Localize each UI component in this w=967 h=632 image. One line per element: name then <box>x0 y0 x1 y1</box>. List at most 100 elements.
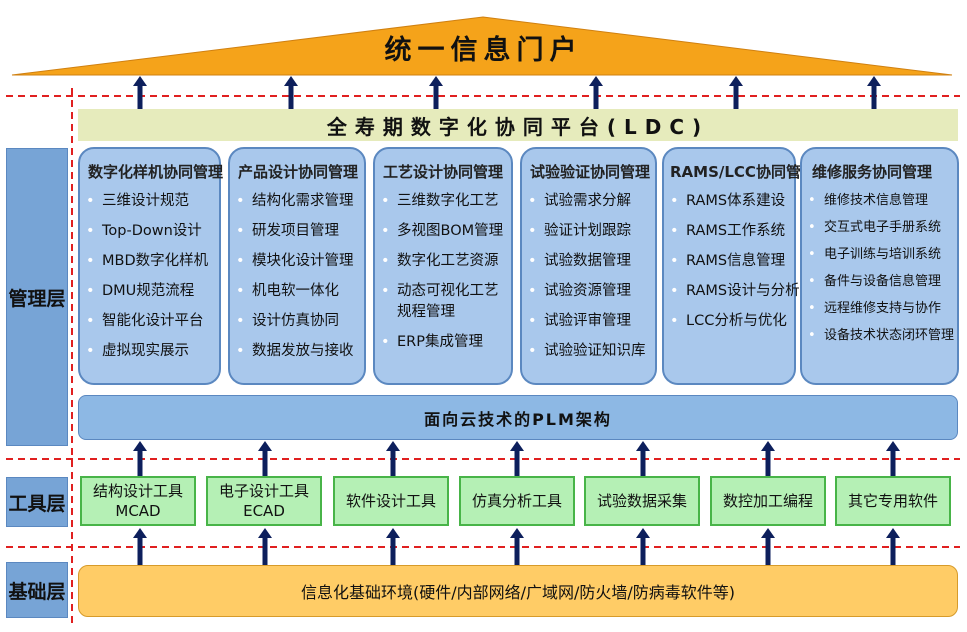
up-arrow-icon <box>386 528 400 565</box>
plm-architecture-bar: 面向云技术的PLM架构 <box>78 395 958 440</box>
module-item: •MBD数字化样机 <box>86 253 209 269</box>
tool-label: 其它专用软件 <box>847 492 938 510</box>
up-arrow-icon <box>429 76 443 110</box>
module-item: •数字化工艺资源 <box>381 253 499 269</box>
up-arrow-icon <box>258 441 272 477</box>
ldc-title: 全寿期数字化协同平台(LDC) <box>326 115 710 139</box>
layer-foundation-label: 基础层 <box>8 580 66 603</box>
module-title: RAMS/LCC协同管理 <box>670 163 816 181</box>
module-item-list: •RAMS体系建设 •RAMS工作系统 •RAMS信息管理 •RAMS设计与分析… <box>670 191 800 341</box>
module-item: •验证计划跟踪 <box>528 223 631 239</box>
up-arrow-icon <box>284 76 298 110</box>
module-item: •研发项目管理 <box>236 223 339 239</box>
module-process-design: 工艺设计协同管理 •三维数字化工艺 •多视图BOM管理 •数字化工艺资源 •动态… <box>373 147 513 385</box>
tool-label: 数控加工编程 <box>722 492 813 510</box>
module-item: •动态可视化工艺 <box>381 283 499 299</box>
foundation-text: 信息化基础环境(硬件/内部网络/广域网/防火墙/防病毒软件等) <box>300 583 736 602</box>
module-item-continued: 规程管理 <box>397 304 455 320</box>
module-item-list: •三维设计规范 •Top-Down设计 •MBD数字化样机 •DMU规范流程 •… <box>86 191 217 371</box>
module-item: •RAMS设计与分析 <box>670 283 800 299</box>
up-arrow-icon <box>133 528 147 565</box>
module-item-list: •试验需求分解 •验证计划跟踪 •试验数据管理 •试验资源管理 •试验评审管理 … <box>528 191 653 371</box>
up-arrow-icon <box>761 528 775 565</box>
tool-software-design: 软件设计工具 <box>333 476 449 526</box>
module-item: •试验需求分解 <box>528 193 631 209</box>
module-item: •数据发放与接收 <box>236 343 354 359</box>
module-maintenance: 维修服务协同管理 •维修技术信息管理 •交互式电子手册系统 •电子训练与培训系统… <box>800 147 959 385</box>
module-item: •试验资源管理 <box>528 283 631 299</box>
tool-sublabel: MCAD <box>115 502 161 520</box>
up-arrow-icon <box>729 76 743 110</box>
layer-management-label: 管理层 <box>8 287 66 310</box>
tool-ecad: 电子设计工具 ECAD <box>206 476 322 526</box>
module-item: •交互式电子手册系统 <box>808 220 942 235</box>
up-arrow-icon <box>886 441 900 477</box>
module-item: •试验评审管理 <box>528 313 631 329</box>
module-title: 工艺设计协同管理 <box>383 163 504 181</box>
module-item-list: •结构化需求管理 •研发项目管理 •模块化设计管理 •机电软一体化 •设计仿真协… <box>236 191 362 371</box>
module-rams-lcc: RAMS/LCC协同管理 •RAMS体系建设 •RAMS工作系统 •RAMS信息… <box>662 147 816 385</box>
module-item: •电子训练与培训系统 <box>808 247 942 262</box>
layer-tools: 工具层 <box>6 477 68 527</box>
up-arrow-icon <box>589 76 603 110</box>
layer-foundation: 基础层 <box>6 562 68 618</box>
module-item: •远程维修支持与协作 <box>808 301 942 316</box>
up-arrow-icon <box>867 76 881 110</box>
tool-mcad: 结构设计工具 MCAD <box>80 476 196 526</box>
module-prototype: 数字化样机协同管理 •三维设计规范 •Top-Down设计 •MBD数字化样机 … <box>78 147 224 385</box>
module-item: •三维设计规范 <box>86 193 189 209</box>
module-item: •Top-Down设计 <box>86 223 202 239</box>
layer-dividers <box>6 88 960 625</box>
module-title: 产品设计协同管理 <box>238 163 359 181</box>
tool-test-data: 试验数据采集 <box>584 476 700 526</box>
module-title: 试验验证协同管理 <box>530 163 651 181</box>
up-arrow-icon <box>636 441 650 477</box>
module-item: •试验数据管理 <box>528 253 631 269</box>
tool-other-software: 其它专用软件 <box>835 476 951 526</box>
foundation-bar: 信息化基础环境(硬件/内部网络/广域网/防火墙/防病毒软件等) <box>78 565 958 617</box>
tool-label: 仿真分析工具 <box>471 492 562 510</box>
module-item: •三维数字化工艺 <box>381 193 499 209</box>
module-product-design: 产品设计协同管理 •结构化需求管理 •研发项目管理 •模块化设计管理 •机电软一… <box>228 147 366 385</box>
module-item: •试验验证知识库 <box>528 343 646 359</box>
tool-simulation: 仿真分析工具 <box>459 476 575 526</box>
module-item: •DMU规范流程 <box>86 283 195 299</box>
arrow-layer <box>133 76 900 565</box>
layer-management: 管理层 <box>6 148 68 446</box>
module-item: •ERP集成管理 <box>381 334 483 350</box>
up-arrow-icon <box>133 441 147 477</box>
module-item: •RAMS信息管理 <box>670 253 786 269</box>
module-item: •模块化设计管理 <box>236 253 354 269</box>
module-item: •RAMS体系建设 <box>670 193 786 209</box>
layer-tools-label: 工具层 <box>8 492 66 515</box>
module-item: •维修技术信息管理 <box>808 193 929 208</box>
plm-title: 面向云技术的PLM架构 <box>424 409 612 429</box>
tool-label: 结构设计工具 <box>92 482 183 500</box>
module-test-validation: 试验验证协同管理 •试验需求分解 •验证计划跟踪 •试验数据管理 •试验资源管理… <box>520 147 657 385</box>
module-item: •结构化需求管理 <box>236 193 354 209</box>
up-arrow-icon <box>258 528 272 565</box>
up-arrow-icon <box>761 441 775 477</box>
tool-sublabel: ECAD <box>243 502 285 520</box>
module-item: •备件与设备信息管理 <box>808 274 942 289</box>
portal-title: 统一信息门户 <box>384 35 583 66</box>
module-title: 维修服务协同管理 <box>812 163 933 181</box>
module-item: •智能化设计平台 <box>86 313 204 329</box>
portal-roof <box>11 16 953 76</box>
ldc-band <box>78 109 958 141</box>
module-item-list: •维修技术信息管理 •交互式电子手册系统 •电子训练与培训系统 •备件与设备信息… <box>808 191 955 353</box>
up-arrow-icon <box>510 528 524 565</box>
tool-label: 电子设计工具 <box>218 482 309 500</box>
up-arrow-icon <box>133 76 147 110</box>
module-item: •RAMS工作系统 <box>670 223 786 239</box>
module-title: 数字化样机协同管理 <box>88 163 224 181</box>
module-item-list: •三维数字化工艺 •多视图BOM管理 •数字化工艺资源 •动态可视化工艺 规程管… <box>381 191 509 362</box>
up-arrow-icon <box>386 441 400 477</box>
module-item: •设计仿真协同 <box>236 313 339 329</box>
tool-label: 软件设计工具 <box>345 492 436 510</box>
up-arrow-icon <box>510 441 524 477</box>
module-item: •虚拟现实展示 <box>86 343 189 359</box>
tool-label: 试验数据采集 <box>596 492 687 510</box>
